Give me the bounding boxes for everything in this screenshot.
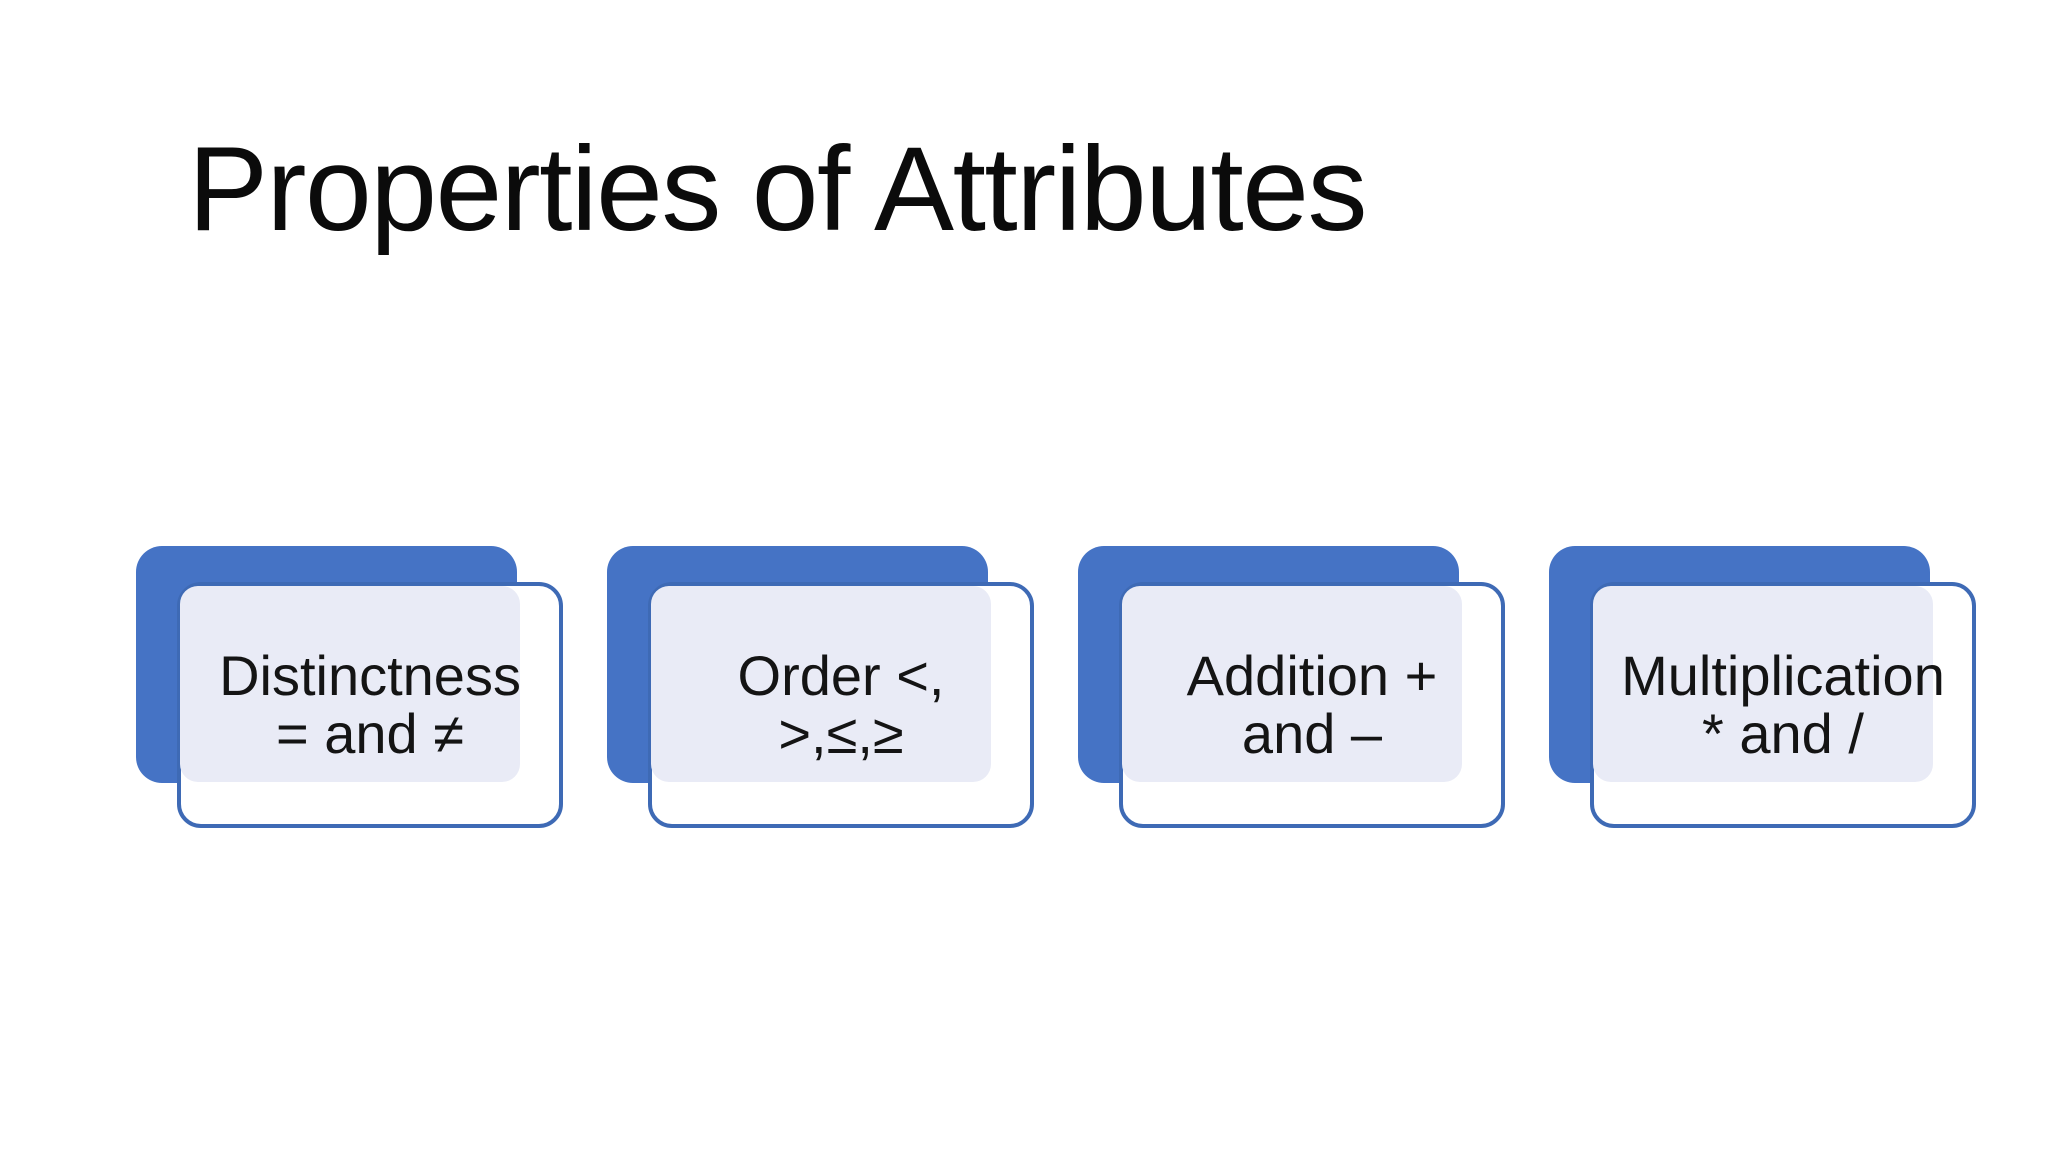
card-label: Distinctness = and ≠ bbox=[219, 644, 521, 765]
card-distinctness: Distinctness = and ≠ bbox=[136, 546, 563, 829]
card-label: Multiplication * and / bbox=[1621, 644, 1945, 765]
card-label: Addition + and – bbox=[1186, 644, 1438, 765]
slide-title: Properties of Attributes bbox=[188, 122, 1367, 256]
card-overlay-shape bbox=[651, 586, 991, 782]
card-multiplication: Multiplication * and / bbox=[1549, 546, 1976, 829]
card-label: Order <, >,≤,≥ bbox=[737, 644, 945, 765]
card-addition: Addition + and – bbox=[1078, 546, 1505, 829]
card-overlay-shape bbox=[180, 586, 520, 782]
card-order: Order <, >,≤,≥ bbox=[607, 546, 1034, 829]
card-overlay-shape bbox=[1593, 586, 1933, 782]
card-overlay-shape bbox=[1122, 586, 1462, 782]
